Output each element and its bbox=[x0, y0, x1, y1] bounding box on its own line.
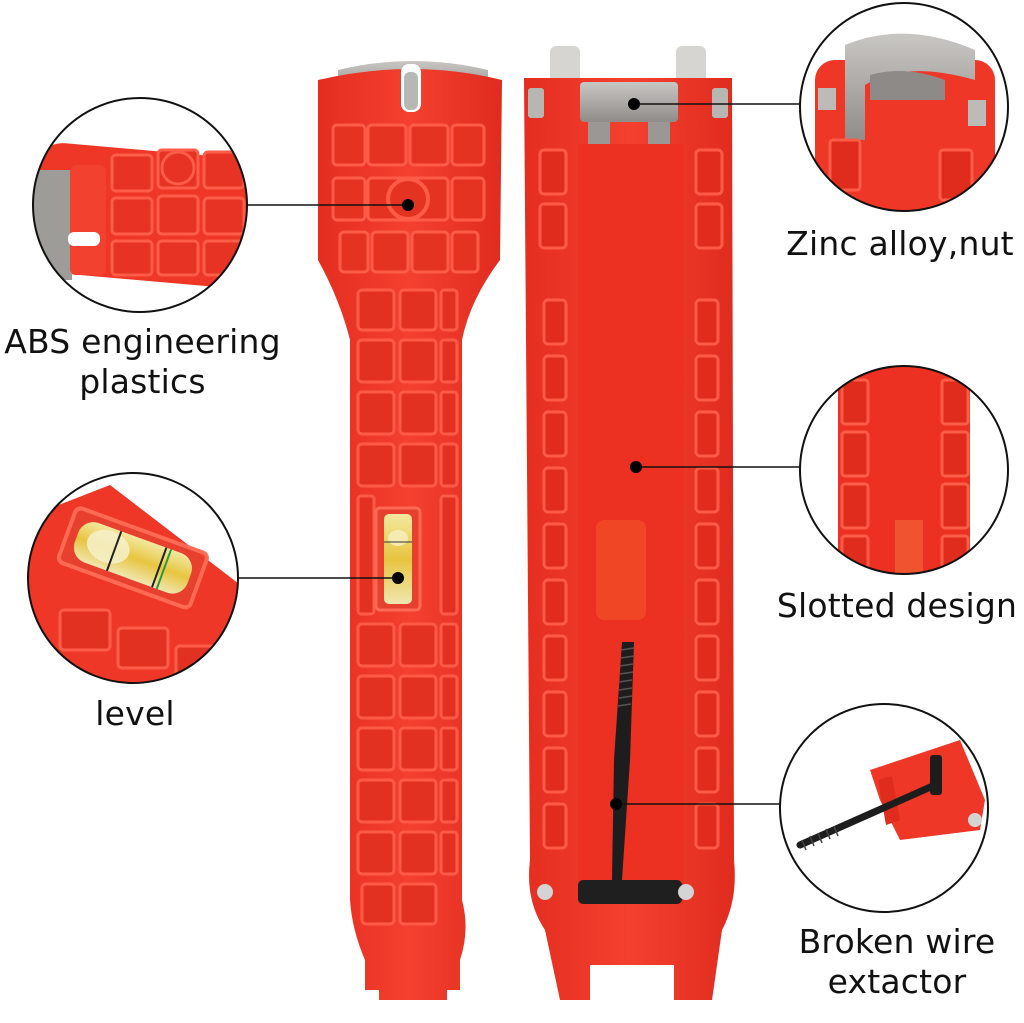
extractor-label-line2: extactor bbox=[827, 962, 967, 1001]
zinc-label: Zinc alloy,nut bbox=[776, 224, 1024, 264]
bubble-level bbox=[374, 506, 422, 612]
extractor-label-line1: Broken wire bbox=[798, 922, 996, 961]
zinc-detail-circle bbox=[799, 2, 1009, 212]
zinc-label-line1: Zinc alloy,nut bbox=[786, 224, 1014, 263]
extractor-label: Broken wire extactor bbox=[770, 922, 1024, 1002]
left-wrench bbox=[318, 61, 502, 1004]
slotted-detail-circle bbox=[799, 365, 1009, 575]
abs-label-line1: ABS engineering bbox=[4, 322, 281, 361]
callout-lines bbox=[238, 103, 800, 805]
right-wrench bbox=[524, 46, 735, 1005]
callout-dots bbox=[392, 98, 642, 810]
wire-extractor bbox=[537, 642, 694, 904]
level-label: level bbox=[60, 694, 210, 734]
level-label-line1: level bbox=[95, 694, 175, 733]
extractor-detail-circle bbox=[779, 703, 989, 913]
abs-label: ABS engineering plastics bbox=[0, 322, 285, 402]
slotted-label: Slotted design bbox=[770, 586, 1024, 626]
abs-label-line2: plastics bbox=[79, 362, 206, 401]
abs-detail-circle bbox=[32, 97, 248, 313]
level-detail-circle bbox=[27, 472, 239, 684]
slotted-label-line1: Slotted design bbox=[776, 586, 1018, 625]
left-shaft-grid bbox=[356, 288, 459, 926]
right-slotted-ribs bbox=[538, 148, 724, 850]
